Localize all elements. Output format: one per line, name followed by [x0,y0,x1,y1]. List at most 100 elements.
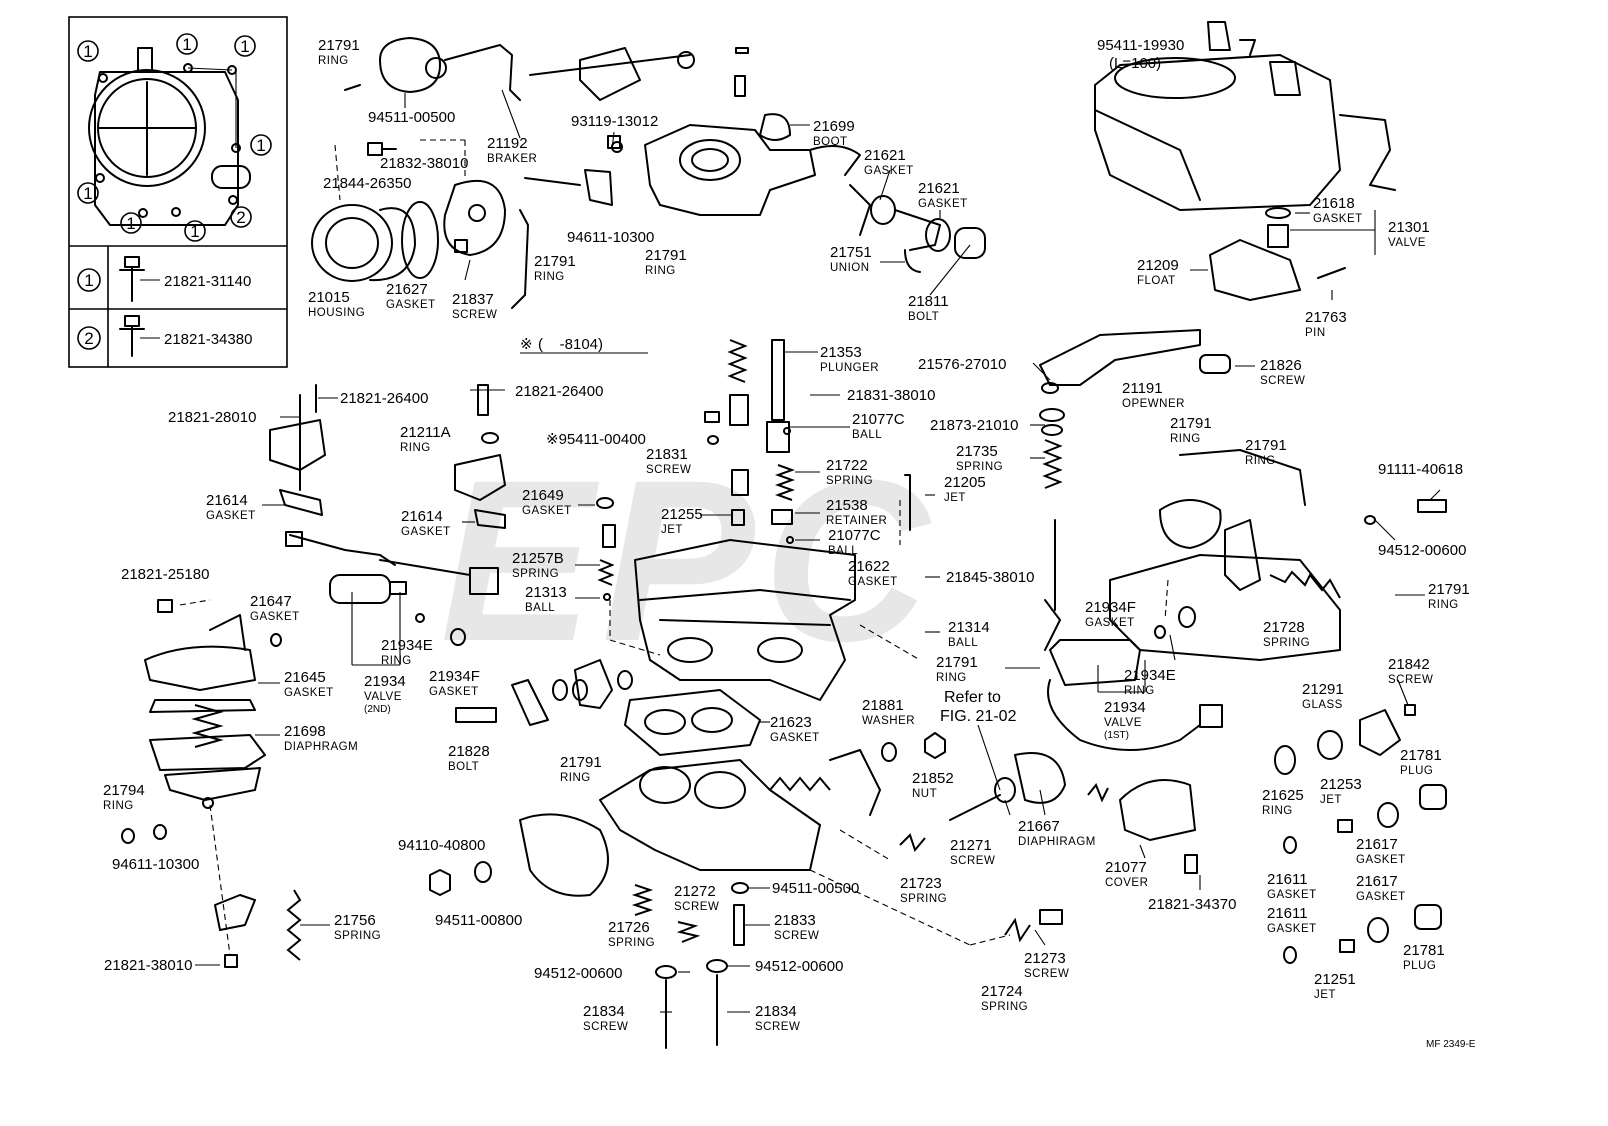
svg-text:21934F: 21934F [429,668,480,685]
svg-text:RING: RING [936,672,967,684]
svg-text:21724: 21724 [981,983,1023,1000]
svg-text:21301: 21301 [1388,219,1430,236]
svg-text:21077: 21077 [1105,859,1147,876]
svg-text:(L=100): (L=100) [1109,55,1161,72]
svg-text:JET: JET [944,492,966,504]
svg-text:(1ST): (1ST) [1104,730,1129,741]
float-chamber [1094,21,1396,211]
jets-and-plugs-right [1274,704,1447,964]
svg-text:VALVE: VALVE [1104,717,1142,729]
svg-text:21645: 21645 [284,669,326,686]
adjusting-screws-right [881,732,1198,943]
svg-text:21791: 21791 [1170,415,1212,432]
gasket-21623 [624,689,761,756]
opener-linkage [1039,329,1231,651]
svg-text:21649: 21649 [522,487,564,504]
svg-text:PLUNGER: PLUNGER [820,362,879,374]
svg-text:1: 1 [83,42,92,61]
label-21821-34370: 21821-34370 [1148,896,1236,913]
svg-text:21934E: 21934E [381,637,433,654]
svg-text:21794: 21794 [103,782,145,799]
svg-text:21821-34370: 21821-34370 [1148,896,1236,913]
svg-text:GASKET: GASKET [848,576,898,588]
svg-text:21253: 21253 [1320,776,1362,793]
svg-text:JET: JET [661,524,683,536]
svg-text:RETAINER: RETAINER [826,515,887,527]
svg-text:21272: 21272 [674,883,716,900]
svg-text:21821-31140: 21821-31140 [164,273,251,290]
svg-text:PLUG: PLUG [1400,765,1433,777]
svg-text:NUT: NUT [912,788,937,800]
label-94511-00500: 94511-00500 [772,880,859,897]
svg-text:SPRING: SPRING [608,937,655,949]
svg-text:21077C: 21077C [852,411,905,428]
svg-text:21618: 21618 [1313,195,1355,212]
svg-text:21273: 21273 [1024,950,1066,967]
solenoid-valve-1st [1047,625,1223,751]
label-93119-13012: 93119-13012 [571,113,658,130]
svg-text:21667: 21667 [1018,818,1060,835]
svg-text:21614: 21614 [401,508,443,525]
svg-text:94512-00600: 94512-00600 [755,958,843,975]
choke-rod [529,47,749,101]
union-21751 [870,195,986,273]
label-21821-25180: 21821-25180 [121,566,209,583]
svg-text:GASKET: GASKET [918,198,968,210]
screws-lower-center [631,882,749,1049]
svg-text:21353: 21353 [820,344,862,361]
svg-text:RING: RING [1245,455,1276,467]
svg-text:94511-00500: 94511-00500 [368,109,455,126]
svg-text:21934E: 21934E [1124,667,1176,684]
svg-text:21077C: 21077C [828,527,881,544]
svg-text:GASKET: GASKET [522,505,572,517]
bolt-icon [119,256,145,302]
label-91111-40618: 91111-40618 [1378,461,1463,478]
refer-note: Refer to FIG. 21-02 [940,689,1017,725]
svg-text:21831-38010: 21831-38010 [847,387,935,404]
svg-text:※: ※ [520,336,533,353]
svg-text:SCREW: SCREW [774,930,819,942]
svg-text:FLOAT: FLOAT [1137,275,1176,287]
key-row-1: 1 21821-31140 [77,256,251,302]
svg-text:GASKET: GASKET [1267,889,1317,901]
throttle-flange-drawing [88,47,251,226]
svg-text:21623: 21623 [770,714,812,731]
svg-text:21934: 21934 [1104,699,1146,716]
bolt-icon [119,315,145,357]
svg-text:SPRING: SPRING [826,475,873,487]
bracket-21756 [214,889,302,968]
svg-text:91111-40618: 91111-40618 [1378,461,1463,478]
label-21832-38010: 21832-38010 [380,155,468,172]
svg-text:21791: 21791 [936,654,978,671]
label-21576-27010: 21576-27010 [918,356,1006,373]
svg-text:GASKET: GASKET [250,611,300,623]
svg-text:1: 1 [182,35,191,54]
svg-text:21611: 21611 [1267,871,1308,888]
